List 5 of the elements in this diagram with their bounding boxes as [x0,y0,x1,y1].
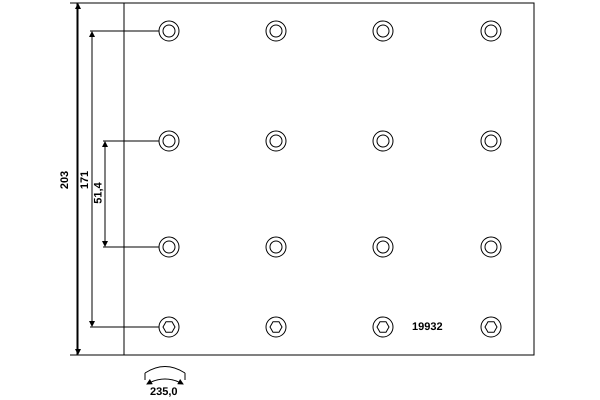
dimension-value: 51,4 [92,182,105,204]
dimension-value: 235,0 [150,386,178,398]
dimension-value: 171 [79,170,92,190]
dimension-value: 203 [59,170,72,190]
part-number: 19932 [412,321,443,333]
